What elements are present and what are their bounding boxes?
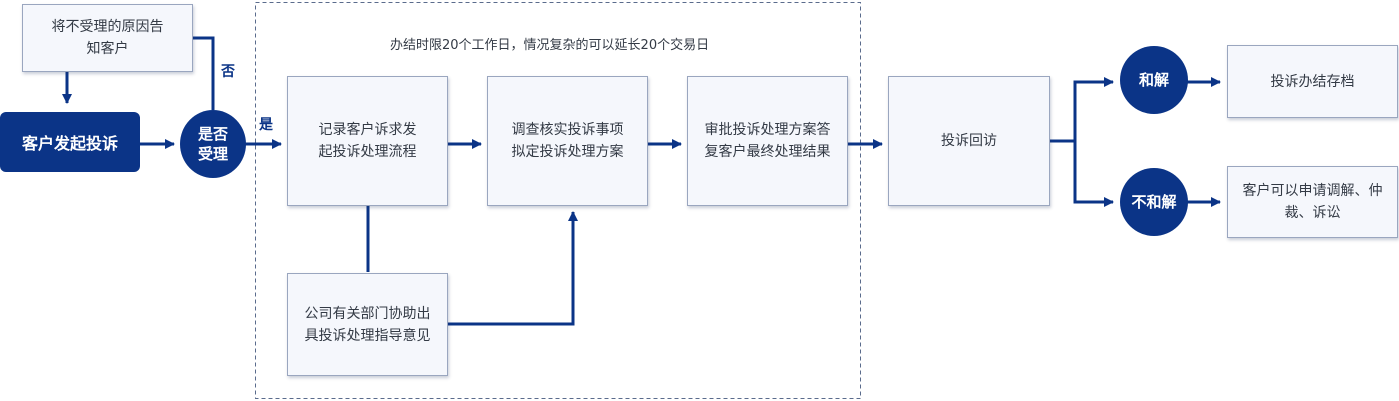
record-box: 记录客户诉求发起投诉处理流程	[287, 76, 448, 206]
archive-box: 投诉办结存档	[1227, 45, 1398, 118]
approve-box: 审批投诉处理方案答复客户最终处理结果	[687, 76, 848, 206]
accept-decision-node: 是否受理	[180, 110, 246, 178]
yes-label: 是	[259, 117, 273, 133]
revisit-box: 投诉回访	[888, 76, 1050, 206]
reject-notice-box: 将不受理的原因告知客户	[22, 4, 193, 72]
time-limit-note: 办结时限20个工作日，情况复杂的可以延长20个交易日	[390, 38, 710, 53]
assist-box: 公司有关部门协助出具投诉处理指导意见	[287, 273, 448, 376]
mediation-box: 客户可以申请调解、仲裁、诉讼	[1227, 166, 1398, 238]
investigate-box: 调查核实投诉事项拟定投诉处理方案	[487, 76, 648, 206]
connector-decision-to-reject-notice	[193, 36, 215, 110]
time-limit-region	[255, 2, 861, 399]
start-node: 客户发起投诉	[0, 112, 140, 172]
no-label: 否	[221, 64, 235, 80]
arrow-revisit-to-reconcile	[1073, 77, 1114, 141]
reconcile-node: 和解	[1120, 46, 1188, 114]
arrow-revisit-to-no-reconcile	[1073, 141, 1114, 207]
no-reconcile-node: 不和解	[1120, 168, 1188, 236]
arrow-assist-to-investigate	[448, 211, 578, 326]
